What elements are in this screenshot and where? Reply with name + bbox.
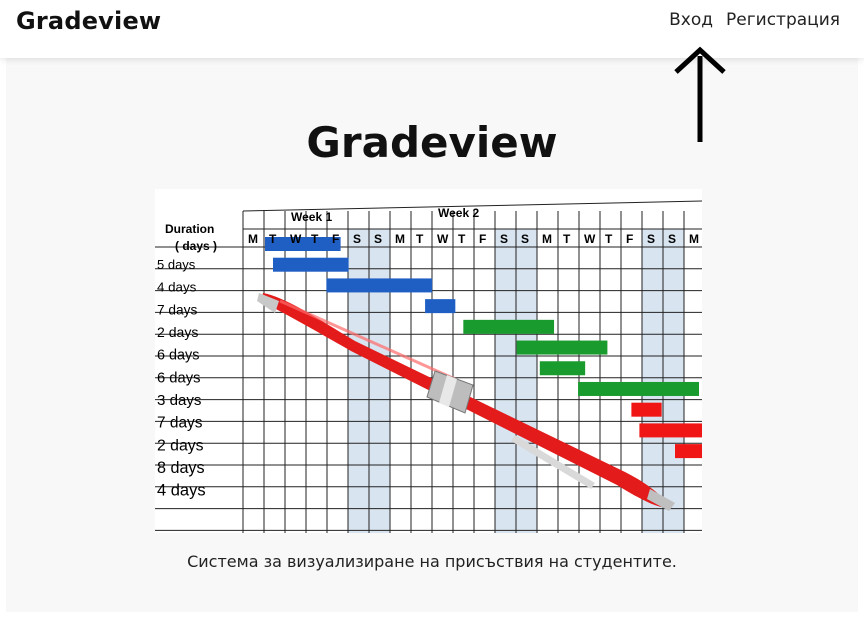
day-letter: T: [311, 232, 319, 246]
nav-links: Вход Регистрация: [669, 10, 840, 30]
brand-link[interactable]: Gradeview: [16, 7, 162, 35]
day-letter: T: [458, 232, 466, 246]
row-duration-label: 2 days: [157, 324, 198, 340]
row-duration-label: 4 days: [157, 482, 206, 500]
day-letter: M: [542, 232, 552, 246]
grid-top-line: [242, 200, 702, 212]
arrow-up-icon: [674, 46, 726, 142]
day-letter: T: [416, 232, 424, 246]
row-duration-label: 5 days: [157, 257, 196, 272]
day-letter: M: [395, 232, 405, 246]
gantt-bar: [539, 361, 586, 376]
duration-sub-label: ( days ): [175, 239, 217, 253]
day-letter: S: [374, 232, 382, 246]
day-letter: S: [500, 232, 508, 246]
gantt-bar: [578, 381, 699, 396]
weekend-column: [663, 229, 684, 533]
row-duration-label: 6 days: [157, 348, 199, 364]
weekend-column: [348, 229, 369, 533]
row-duration-label: 4 days: [157, 280, 197, 295]
weekend-column: [516, 229, 537, 533]
row-duration-label: 8 days: [157, 459, 205, 477]
gantt-bar: [265, 237, 341, 251]
day-letter: S: [647, 232, 655, 246]
gantt-bar: [425, 299, 456, 314]
row-duration-label: 2 days: [157, 437, 204, 454]
week-label: Week 1: [291, 210, 332, 224]
weekend-column: [369, 229, 390, 533]
day-letter: M: [689, 232, 699, 246]
week-label: Week 2: [438, 206, 479, 220]
weekend-column: [642, 229, 663, 533]
day-letter: M: [248, 232, 258, 246]
navbar: Gradeview Вход Регистрация: [0, 0, 864, 58]
gantt-bar: [463, 319, 555, 334]
duration-label: Duration: [165, 222, 214, 236]
day-letter: T: [605, 232, 613, 246]
day-letter: W: [290, 232, 302, 246]
row-duration-label: 3 days: [157, 392, 201, 409]
weekend-column: [495, 229, 516, 533]
day-letter: T: [563, 232, 571, 246]
row-duration-label: 7 days: [157, 415, 203, 432]
pen-illustration: [257, 293, 675, 511]
gantt-bar: [326, 278, 433, 293]
gantt-bar: [516, 340, 608, 355]
login-link[interactable]: Вход: [669, 10, 713, 30]
day-letter: F: [332, 232, 339, 246]
gantt-bar: [639, 423, 702, 438]
day-letter: W: [584, 232, 596, 246]
image-bars: [265, 237, 702, 459]
day-letter: F: [479, 232, 486, 246]
day-letter: T: [269, 232, 277, 246]
gantt-bar: [631, 402, 662, 417]
hero-caption: Система за визуализиране на присъствия н…: [187, 552, 677, 571]
page-title: Gradeview: [306, 118, 558, 167]
day-letter: S: [521, 232, 529, 246]
row-duration-label: 6 days: [157, 370, 200, 386]
gantt-bar: [675, 444, 702, 459]
row-duration-label: 7 days: [157, 302, 197, 317]
day-letter: W: [437, 232, 449, 246]
gantt-bar: [273, 257, 349, 272]
day-letter: S: [668, 232, 676, 246]
register-link[interactable]: Регистрация: [726, 10, 840, 30]
day-letter: S: [353, 232, 361, 246]
day-letter: F: [626, 232, 633, 246]
